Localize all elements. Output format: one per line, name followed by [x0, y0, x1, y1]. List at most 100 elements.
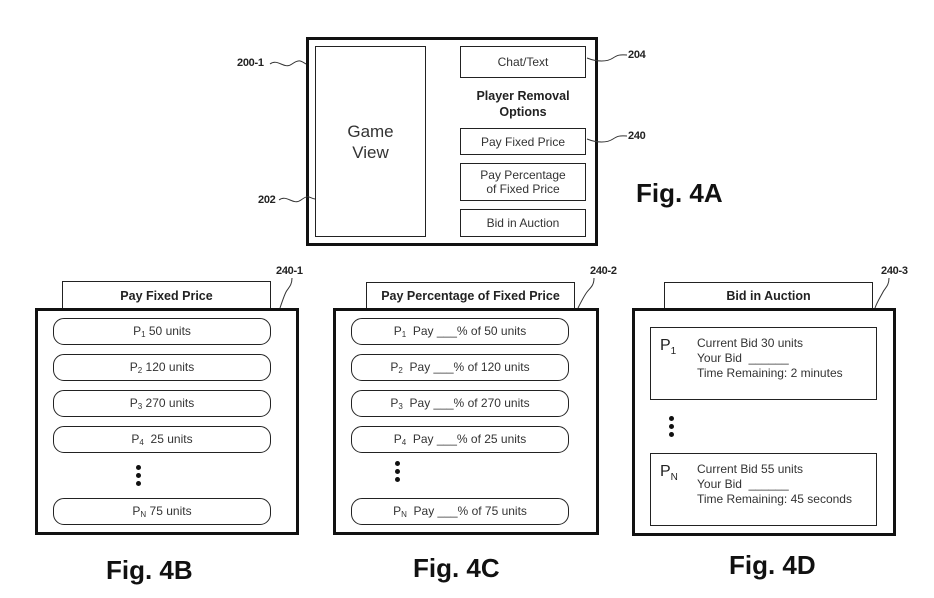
player-label: P — [660, 463, 671, 480]
ellipsis-vertical-icon — [666, 416, 676, 437]
item-text: P1 50 units — [133, 324, 191, 339]
player-label: P — [660, 337, 671, 354]
player-index: 4 — [401, 438, 407, 447]
pay-fixed-price-button[interactable]: Pay Fixed Price — [460, 128, 586, 155]
leader-line-202 — [278, 196, 316, 203]
price-text: 120 units — [142, 360, 195, 374]
auction-details: Current Bid 55 units Your Bid ______ Tim… — [697, 462, 852, 507]
fixed-price-item-p1[interactable]: P1 50 units — [53, 318, 271, 345]
bid-in-auction-button[interactable]: Bid in Auction — [460, 209, 586, 237]
ellipsis-vertical-icon — [392, 461, 402, 482]
game-view-label-line1: Game — [347, 121, 394, 141]
leader-line-240-1 — [279, 277, 293, 309]
player-index: 3 — [137, 402, 143, 411]
auction-details: Current Bid 30 units Your Bid ______ Tim… — [697, 336, 843, 381]
ref-numeral-240: 240 — [628, 130, 646, 142]
your-bid-field[interactable]: Your Bid ______ — [697, 477, 789, 491]
item-text: P4 Pay ___% of 25 units — [394, 432, 527, 447]
ellipsis-vertical-icon — [133, 465, 143, 486]
player-index: N — [401, 510, 407, 519]
item-text: P1 Pay ___% of 50 units — [394, 324, 527, 339]
pay-percentage-label-line1: Pay Percentage — [480, 168, 566, 182]
player-label: P — [132, 504, 141, 518]
figure-label-4a: Fig. 4A — [636, 178, 723, 208]
fixed-price-item-p3[interactable]: P3 270 units — [53, 390, 271, 417]
auction-card-p1[interactable]: P1 Current Bid 30 units Your Bid ______ … — [650, 327, 877, 400]
item-text: PN 75 units — [132, 504, 191, 519]
percentage-item-p2[interactable]: P2 Pay ___% of 120 units — [351, 354, 569, 381]
chat-text-label: Chat/Text — [497, 55, 549, 69]
pay-fixed-price-label: Pay Fixed Price — [480, 134, 566, 149]
ref-numeral-202: 202 — [258, 194, 276, 206]
bid-in-auction-panel — [632, 308, 896, 536]
auction-card-pn[interactable]: PN Current Bid 55 units Your Bid ______ … — [650, 453, 877, 526]
current-bid: Current Bid 30 units — [697, 336, 804, 350]
price-text: 75 units — [146, 504, 192, 518]
options-heading-line2: Options — [499, 105, 547, 119]
fixed-price-item-p4[interactable]: P4 25 units — [53, 426, 271, 453]
ref-numeral-240-3: 240-3 — [881, 265, 908, 277]
item-text: P2 120 units — [130, 360, 195, 375]
item-text: PN Pay ___% of 75 units — [393, 504, 527, 519]
your-bid-field[interactable]: Your Bid ______ — [697, 351, 789, 365]
player-label: P — [129, 360, 138, 374]
time-remaining: Time Remaining: 45 seconds — [697, 492, 852, 506]
bid-in-auction-tab-title: Bid in Auction — [726, 289, 811, 303]
player-index: 1 — [141, 330, 146, 339]
figure-label-4b: Fig. 4B — [106, 555, 193, 585]
player-index: 2 — [398, 366, 403, 375]
game-view-panel: Game View — [315, 46, 426, 237]
percentage-text: Pay ___% of 270 units — [402, 396, 530, 410]
price-text: 270 units — [142, 396, 195, 410]
time-remaining: Time Remaining: 2 minutes — [697, 366, 843, 380]
item-text: P3 270 units — [130, 396, 195, 411]
figure-label-4d: Fig. 4D — [729, 550, 816, 580]
options-heading-line1: Player Removal — [476, 89, 570, 103]
pay-percentage-tab-title: Pay Percentage of Fixed Price — [381, 289, 560, 303]
bid-in-auction-tab[interactable]: Bid in Auction — [664, 282, 873, 309]
player-index: 1 — [401, 330, 407, 339]
pay-percentage-label-line2: of Fixed Price — [486, 182, 560, 196]
percentage-item-p3[interactable]: P3 Pay ___% of 270 units — [351, 390, 569, 417]
pay-percentage-tab[interactable]: Pay Percentage of Fixed Price — [366, 282, 575, 309]
percentage-item-p4[interactable]: P4 Pay ___% of 25 units — [351, 426, 569, 453]
price-text: 25 units — [143, 432, 193, 446]
leader-line-240-3 — [874, 277, 890, 309]
current-bid: Current Bid 55 units — [697, 462, 804, 476]
pay-percentage-panel — [333, 308, 599, 535]
player-label: P — [393, 504, 402, 518]
ref-numeral-240-2: 240-2 — [590, 265, 617, 277]
item-text: P3 Pay ___% of 270 units — [390, 396, 529, 411]
player-id: PN — [660, 463, 678, 483]
pay-fixed-price-panel — [35, 308, 299, 535]
player-label: P — [390, 396, 399, 410]
figure-label-4c: Fig. 4C — [413, 553, 500, 583]
player-label: P — [393, 324, 402, 338]
percentage-text: Pay ___% of 25 units — [406, 432, 527, 446]
ref-numeral-200-1: 200-1 — [237, 57, 264, 69]
bid-in-auction-label: Bid in Auction — [486, 216, 560, 230]
player-removal-options-heading: Player Removal Options — [460, 86, 586, 122]
item-text: P2 Pay ___% of 120 units — [390, 360, 529, 375]
percentage-item-pn[interactable]: PN Pay ___% of 75 units — [351, 498, 569, 525]
fixed-price-item-pn[interactable]: PN 75 units — [53, 498, 271, 525]
pay-percentage-button[interactable]: Pay Percentage of Fixed Price — [460, 163, 586, 201]
leader-line-240 — [586, 135, 628, 143]
percentage-text: Pay ___% of 120 units — [402, 360, 530, 374]
pay-fixed-price-tab[interactable]: Pay Fixed Price — [62, 281, 271, 309]
player-label: P — [133, 324, 142, 338]
percentage-text: Pay ___% of 50 units — [406, 324, 527, 338]
item-text: P4 25 units — [131, 432, 192, 447]
pay-fixed-price-tab-title: Pay Fixed Price — [120, 288, 213, 303]
player-index: N — [140, 510, 147, 519]
player-label: P — [390, 360, 399, 374]
percentage-item-p1[interactable]: P1 Pay ___% of 50 units — [351, 318, 569, 345]
player-index: 2 — [137, 366, 143, 375]
game-view-label-line2: View — [352, 142, 389, 162]
fixed-price-item-p2[interactable]: P2 120 units — [53, 354, 271, 381]
ref-numeral-240-1: 240-1 — [276, 265, 303, 277]
leader-line-204 — [586, 54, 628, 62]
player-index: N — [670, 472, 678, 484]
player-index: 4 — [139, 438, 144, 447]
chat-text-button[interactable]: Chat/Text — [460, 46, 586, 78]
